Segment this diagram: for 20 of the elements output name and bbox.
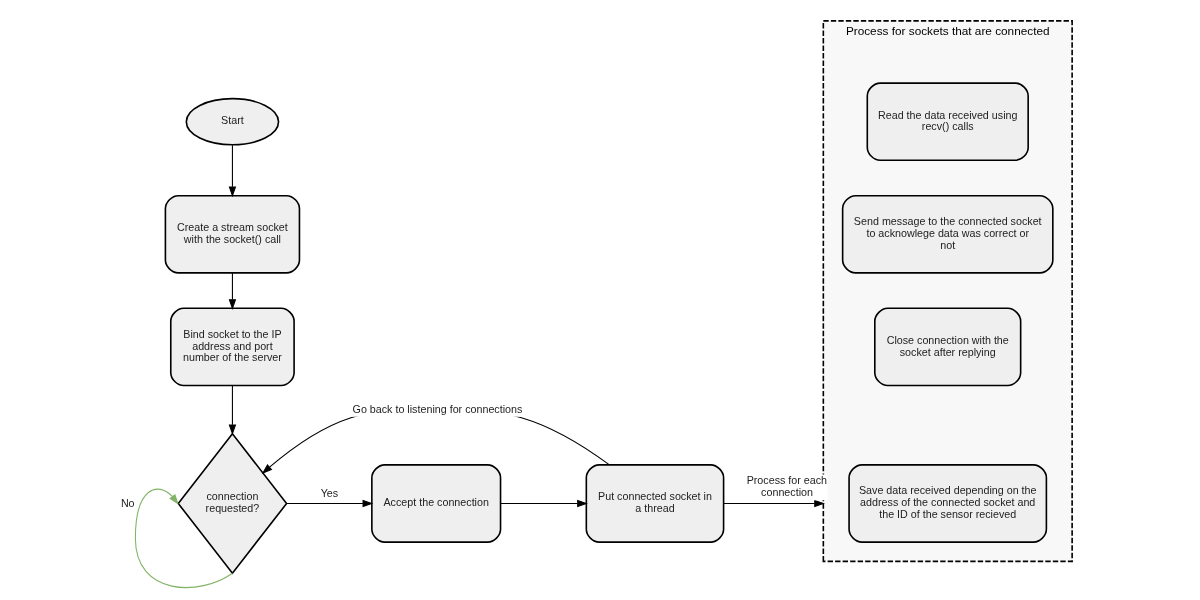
arrow — [228, 272, 237, 310]
node-box: Create a stream socket with the socket() call — [164, 194, 301, 274]
edge-label: Yes — [320, 486, 339, 499]
arrow — [723, 499, 825, 508]
node-box: Send message to the connected socket to acknowlege data was correct or not — [841, 194, 1054, 274]
node-box: Close connection with the socket after replying — [874, 307, 1022, 387]
arrow — [500, 499, 588, 508]
node-box: Put connected socket in a thread — [585, 464, 725, 543]
arrow — [228, 144, 237, 198]
node-box: Accept the connection — [371, 464, 502, 543]
arrow — [286, 499, 374, 508]
edge-label: Process for each connection — [746, 474, 828, 498]
node-ellipse: Start — [185, 97, 280, 146]
edge-label: No — [120, 496, 135, 509]
node-box: Read the data received using recv() calls — [866, 82, 1029, 162]
node-diamond: connection requested? — [177, 432, 288, 575]
edge-label: Go back to listening for connections — [352, 402, 523, 415]
node-box: Save data received depending on the address of the connected socket and the ID of the sensor recieved — [848, 464, 1048, 543]
node-box: Bind socket to the IP address and port number of the server — [169, 307, 295, 387]
arrow — [228, 385, 237, 436]
